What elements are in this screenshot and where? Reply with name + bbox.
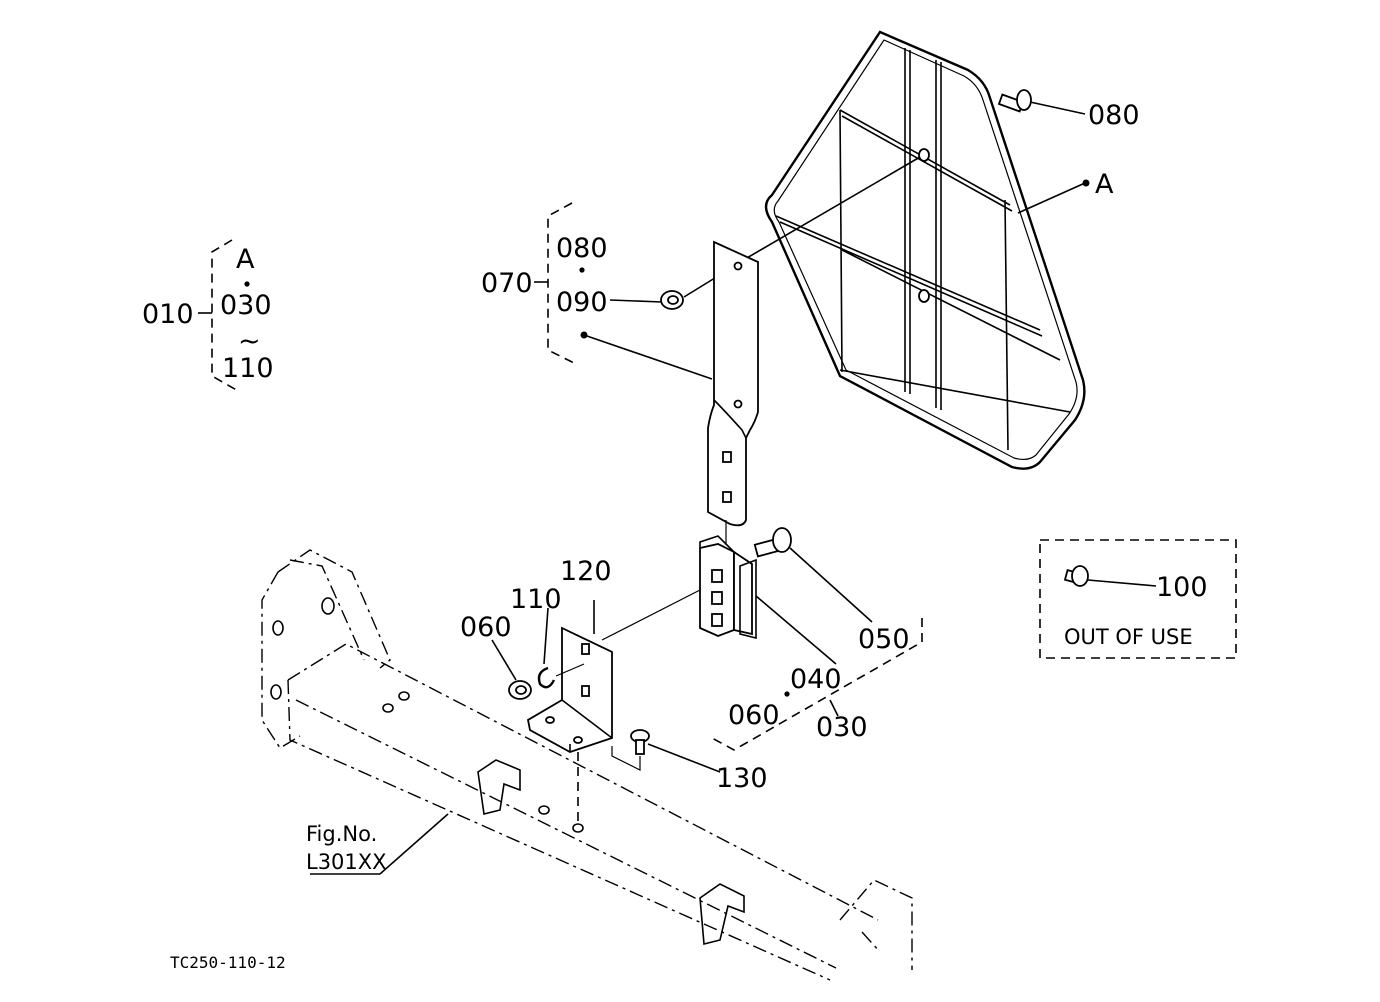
holder-040 [699,520,757,640]
l-bracket-120 [526,589,701,753]
label-fig-code: L301XX [306,850,387,874]
bolt-130 [611,729,721,773]
label-a-ref: A [1095,169,1114,200]
bolt-080-top [997,89,1086,115]
tractor-frame [261,549,913,981]
group-010 [198,239,250,393]
label-010-a: A [236,244,255,275]
out-of-use-box [1039,539,1237,659]
label-060-bottom: 060 [728,700,780,731]
label-110: 110 [510,584,562,615]
label-080-top: 080 [1088,100,1140,131]
drawing-id: TC250-110-12 [170,953,286,972]
group-070 [534,202,713,380]
label-070-080: 080 [556,233,608,264]
label-fig-no: Fig.No. [306,822,377,846]
label-010-030: 030 [220,290,272,321]
label-120: 120 [560,556,612,587]
label-040: 040 [790,664,842,695]
nut-060 [491,639,532,700]
label-060-left: 060 [460,612,512,643]
washer-110 [537,607,585,689]
label-010: 010 [142,299,194,330]
label-100: 100 [1156,572,1208,603]
mesh-guard-a [764,30,1086,470]
label-070: 070 [481,268,533,299]
label-out-of-use: OUT OF USE [1064,625,1193,649]
label-030: 030 [816,712,868,743]
stay-bracket [707,240,759,527]
label-070-090: 090 [556,287,608,318]
label-050: 050 [858,624,910,655]
nut-090 [609,264,737,310]
bolt-050 [753,527,873,623]
label-010-110: 110 [222,353,274,384]
label-010-tilde: ~ [238,326,261,357]
label-130: 130 [716,763,768,794]
